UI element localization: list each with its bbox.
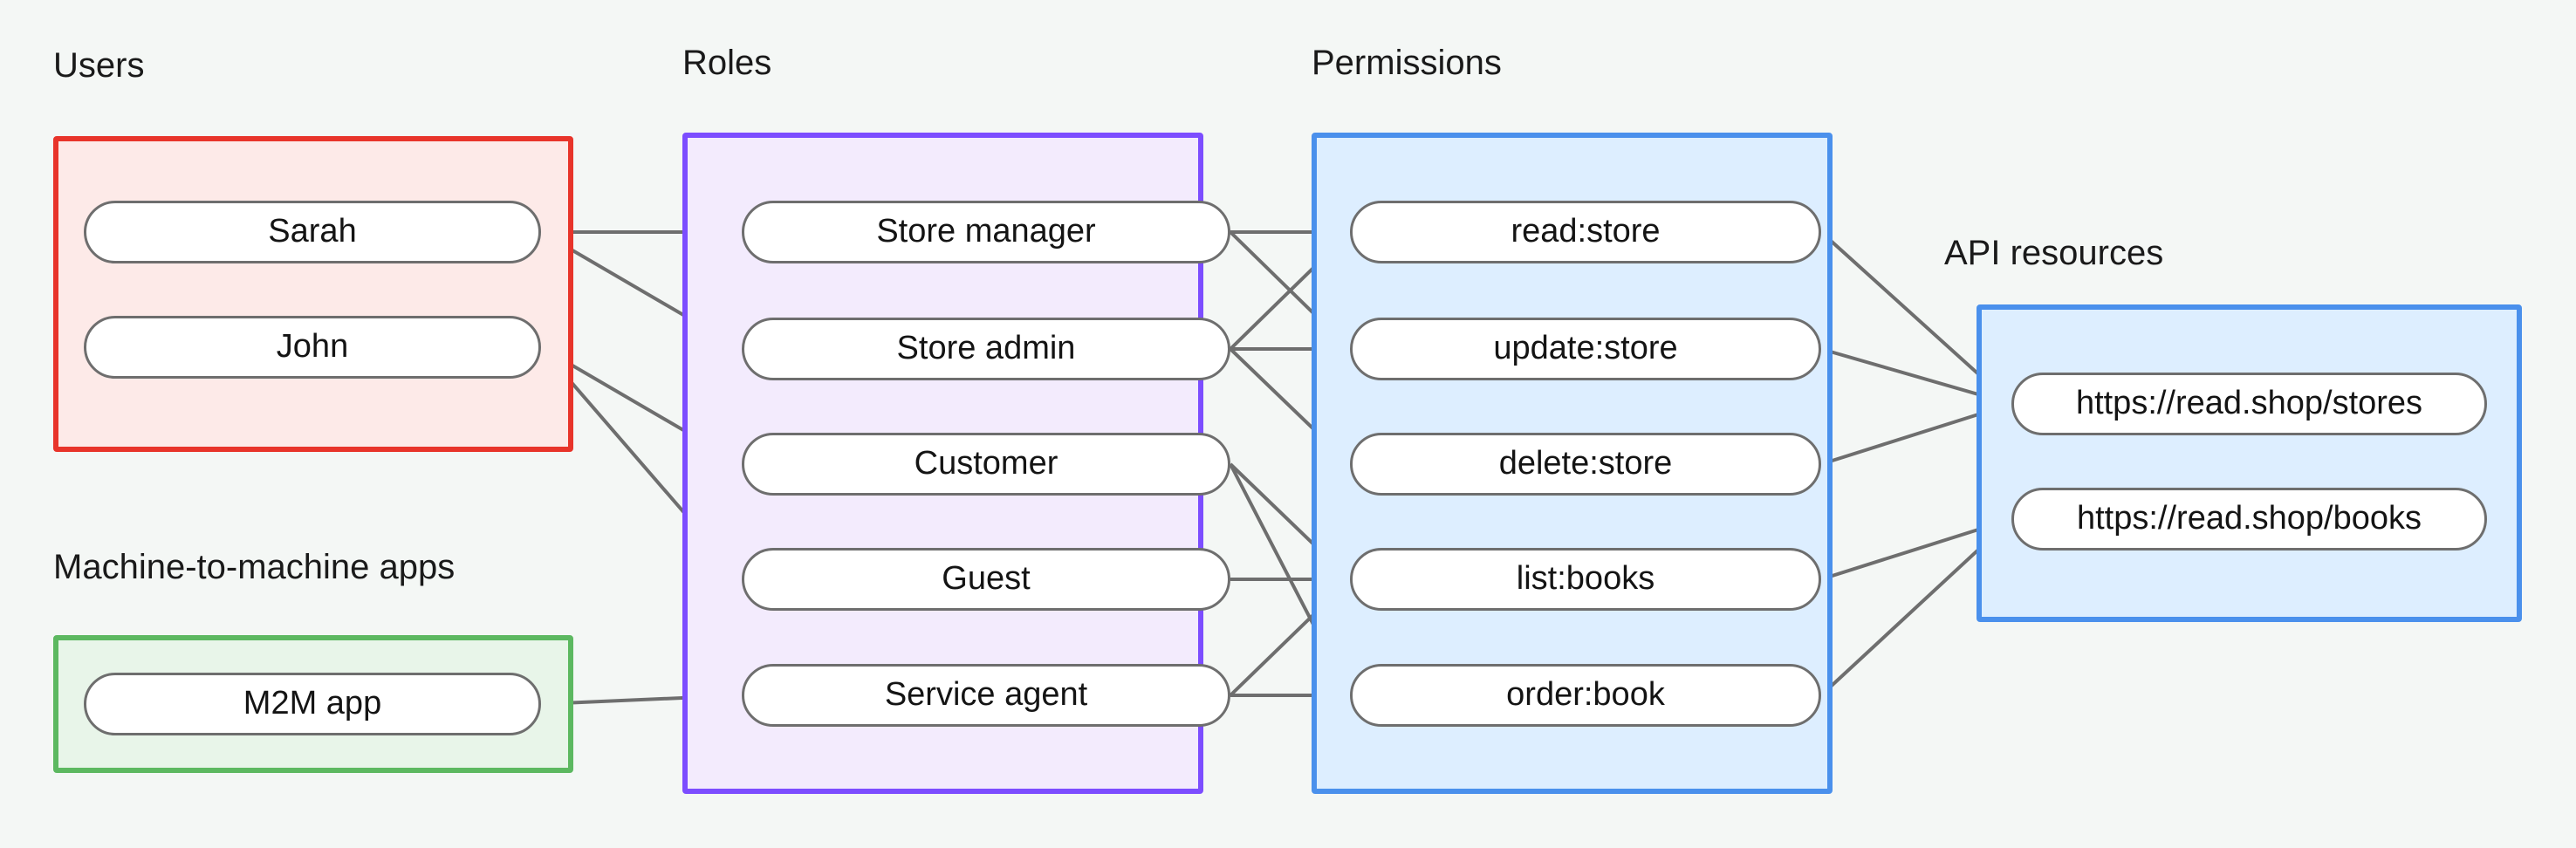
group-label-roles: Roles — [682, 44, 772, 82]
node-read-store[interactable]: read:store — [1350, 201, 1821, 263]
node-label-john: John — [276, 328, 349, 365]
node-order-book[interactable]: order:book — [1350, 664, 1821, 727]
node-label-order-book: order:book — [1506, 676, 1665, 713]
node-update-store[interactable]: update:store — [1350, 318, 1821, 380]
node-label-guest: Guest — [942, 560, 1031, 597]
group-label-m2m: Machine-to-machine apps — [53, 548, 456, 586]
node-res-books[interactable]: https://read.shop/books — [2011, 488, 2487, 551]
node-label-service-agent: Service agent — [884, 676, 1088, 713]
node-label-store-manager: Store manager — [876, 213, 1096, 250]
node-label-res-books: https://read.shop/books — [2076, 500, 2422, 537]
group-label-api-resources: API resources — [1944, 234, 2164, 272]
node-sarah[interactable]: Sarah — [84, 201, 541, 263]
node-delete-store[interactable]: delete:store — [1350, 433, 1821, 496]
node-label-sarah: Sarah — [268, 213, 357, 250]
group-label-users: Users — [53, 46, 145, 85]
node-list-books[interactable]: list:books — [1350, 548, 1821, 611]
node-label-customer: Customer — [914, 445, 1058, 482]
node-guest[interactable]: Guest — [742, 548, 1230, 611]
node-john[interactable]: John — [84, 316, 541, 379]
node-label-list-books: list:books — [1516, 560, 1655, 597]
group-label-permissions: Permissions — [1312, 44, 1502, 82]
node-store-manager[interactable]: Store manager — [742, 201, 1230, 263]
node-label-read-store: read:store — [1511, 213, 1661, 250]
node-store-admin[interactable]: Store admin — [742, 318, 1230, 380]
node-label-delete-store: delete:store — [1498, 445, 1673, 482]
node-label-store-admin: Store admin — [896, 330, 1076, 366]
node-customer[interactable]: Customer — [742, 433, 1230, 496]
node-label-update-store: update:store — [1493, 330, 1678, 366]
node-label-res-stores: https://read.shop/stores — [2075, 385, 2423, 421]
node-label-m2m-app: M2M app — [243, 685, 382, 721]
group-box-api-resources — [1977, 304, 2522, 622]
node-m2m-app[interactable]: M2M app — [84, 673, 541, 735]
node-service-agent[interactable]: Service agent — [742, 664, 1230, 727]
node-res-stores[interactable]: https://read.shop/stores — [2011, 373, 2487, 435]
group-box-users — [53, 136, 573, 452]
